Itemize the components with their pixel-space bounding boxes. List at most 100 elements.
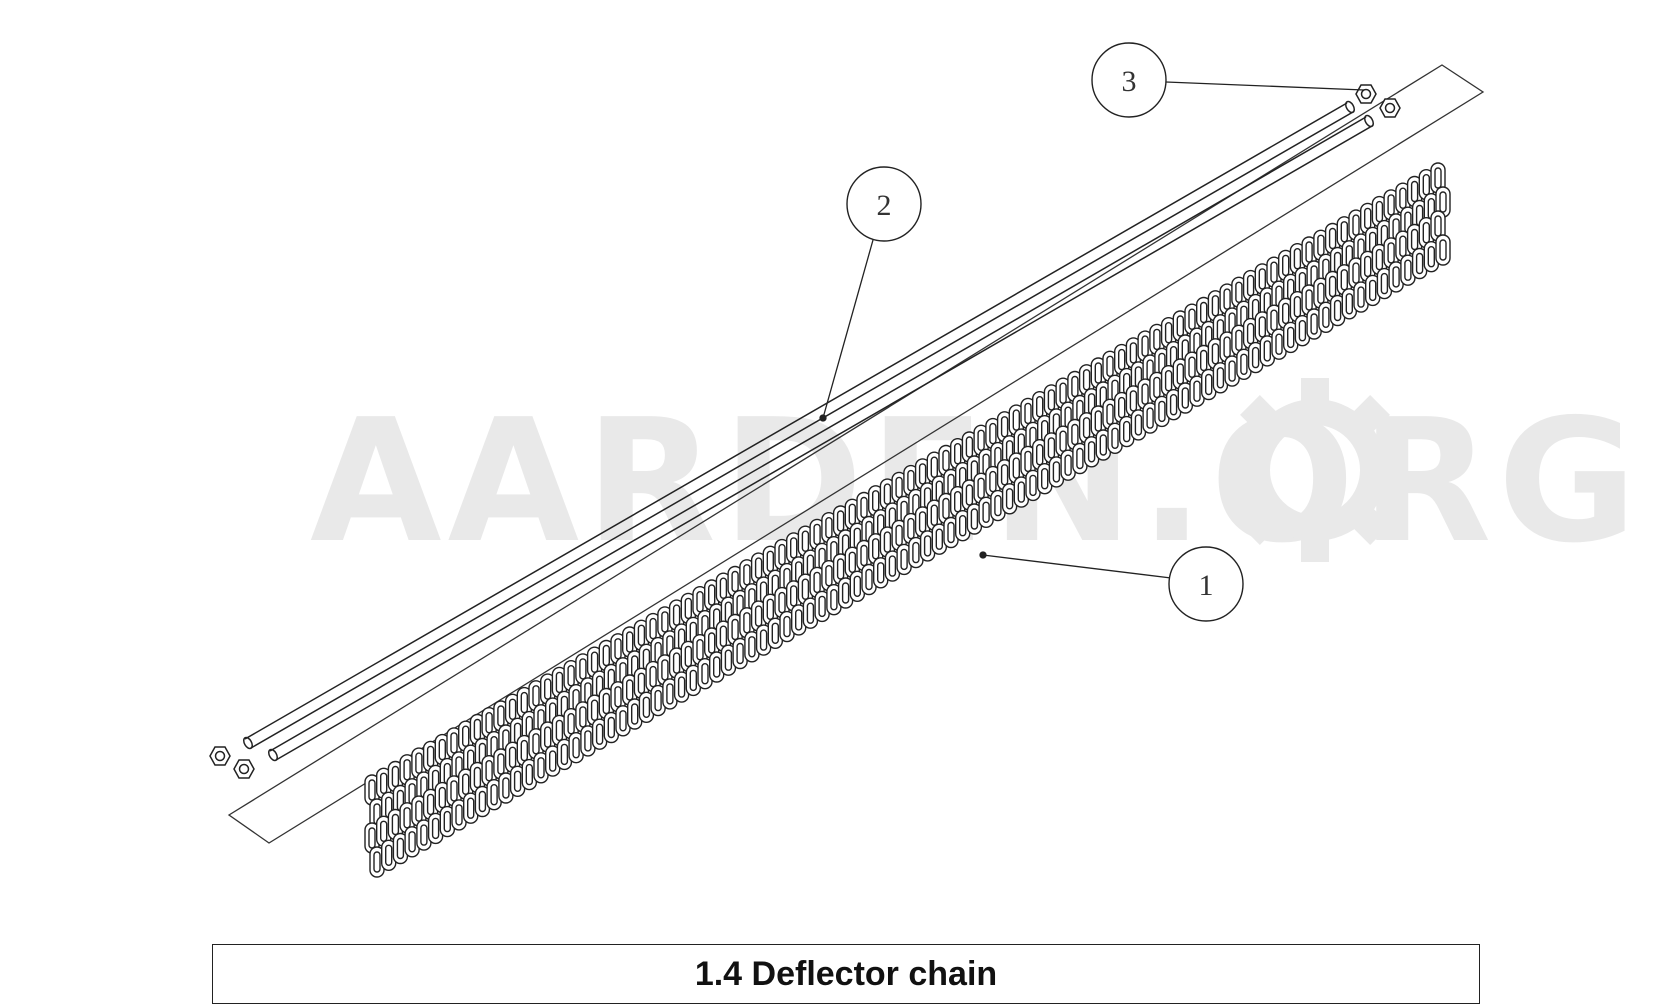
chain-link-inner [1059, 382, 1067, 404]
chain-link-inner [1216, 367, 1225, 389]
chain-link-inner [1293, 247, 1302, 270]
chain-link-inner [485, 712, 493, 734]
chain-link-inner [1071, 375, 1079, 398]
chain-link-inner [790, 537, 798, 559]
chain-link-inner [1434, 215, 1442, 237]
chain-strand [739, 559, 760, 663]
chain-link-inner [719, 625, 728, 647]
chain-link-inner [848, 551, 856, 573]
gear-icon [1223, 378, 1407, 562]
chain-strand [973, 424, 994, 528]
chain-strand [1406, 175, 1428, 280]
chain-link-inner [947, 521, 955, 544]
chain-link-inner [1439, 191, 1447, 213]
chain-strand [668, 599, 690, 703]
chain-link-inner [438, 738, 446, 761]
chain-link-inner [1310, 313, 1318, 335]
chain-link-inner [935, 528, 943, 550]
chain-link-inner [649, 617, 657, 640]
chain-link-inner [942, 449, 950, 472]
chain-link-inner [473, 766, 482, 789]
chain-link-inner [907, 469, 915, 492]
chain-strand [1207, 290, 1229, 394]
chain-link-inner [696, 591, 704, 613]
chain-link-inner [614, 686, 622, 708]
chain-link-inner [1153, 328, 1161, 351]
chain-link-inner [888, 555, 897, 577]
chain-link-inner [525, 763, 533, 786]
chain-strand [633, 619, 655, 723]
chain-link-inner [801, 578, 810, 600]
chain-link-inner [1076, 447, 1084, 470]
chain-link-inner [778, 543, 786, 566]
chain-link-inner [1204, 373, 1213, 396]
chain-link-inner [1181, 387, 1190, 409]
nut-left-upper [209, 746, 231, 766]
chain-link-inner [1164, 370, 1173, 392]
chain-link-inner [368, 779, 376, 801]
chain-strand [1031, 391, 1053, 495]
chain-link-inner [965, 484, 974, 506]
callout-label-2: 2 [877, 189, 892, 222]
chain-link-inner [1169, 394, 1178, 416]
chain-link-inner [1211, 295, 1220, 317]
chain-link-inner [813, 523, 821, 546]
chain-link-inner [1017, 481, 1025, 503]
chain-link-inner [403, 759, 411, 781]
chain-link-inner [1052, 461, 1061, 483]
chain-link-inner [1281, 254, 1290, 277]
chain-link-inner [567, 665, 575, 687]
chain-link-inner [689, 669, 697, 692]
chain-link-inner [607, 716, 615, 739]
chain-strand [1371, 195, 1393, 300]
chain-link-inner [954, 443, 962, 465]
chain-link-inner [1223, 336, 1231, 358]
callout-label-3: 3 [1122, 65, 1137, 98]
chain-link-inner [1352, 262, 1360, 284]
callout-3: 3 [1091, 42, 1167, 118]
chain-link-inner [443, 810, 451, 833]
chain-link-inner [1059, 430, 1067, 452]
chain-link-inner [813, 571, 821, 594]
chain-link-inner [513, 770, 522, 792]
chain-strand [856, 491, 877, 596]
chain-link-inner [989, 422, 997, 445]
chain-link-inner [1246, 274, 1255, 297]
chain-link-inner [841, 582, 850, 604]
chain-link-inner [1333, 299, 1342, 322]
chain-link-inner [1235, 281, 1243, 303]
chain-link-inner [1345, 293, 1354, 315]
chain-link-inner [771, 622, 779, 644]
chain-link-inner [1176, 315, 1185, 337]
chain-link-inner [508, 698, 517, 720]
chain-link-inner [497, 753, 505, 775]
chain-link-inner [1240, 353, 1248, 375]
chain-link-inner [373, 851, 381, 873]
chain-link-inner [1064, 454, 1072, 476]
leader-lines [819, 81, 1365, 579]
chain-link-inner [790, 585, 798, 607]
chain-link-inner [954, 491, 962, 513]
chain-link-inner [1235, 329, 1243, 351]
chain-link-inner [1305, 241, 1313, 263]
chain-link-inner [455, 804, 463, 826]
chain-link-inner [544, 678, 552, 700]
chain-strand [1043, 384, 1065, 488]
chain-link-inner [649, 665, 657, 688]
chain-strand [832, 505, 854, 609]
chain-strand [1184, 303, 1205, 407]
chain-strand [610, 633, 631, 737]
chain-link-inner [1000, 416, 1009, 438]
chain-link-inner [806, 602, 815, 624]
chain-link-inner [1000, 464, 1009, 486]
chain-link-inner [1024, 402, 1032, 425]
chain-link-inner [508, 746, 517, 768]
chain-strand [1090, 357, 1112, 461]
chain-link-inner [450, 732, 458, 754]
chain-link-inner [549, 750, 557, 772]
chain-link-inner [1193, 380, 1201, 402]
chain-link-inner [385, 844, 393, 866]
chain-link-inner [438, 786, 446, 809]
chain-link-inner [396, 837, 405, 860]
callout-1: 1 [1168, 546, 1244, 622]
